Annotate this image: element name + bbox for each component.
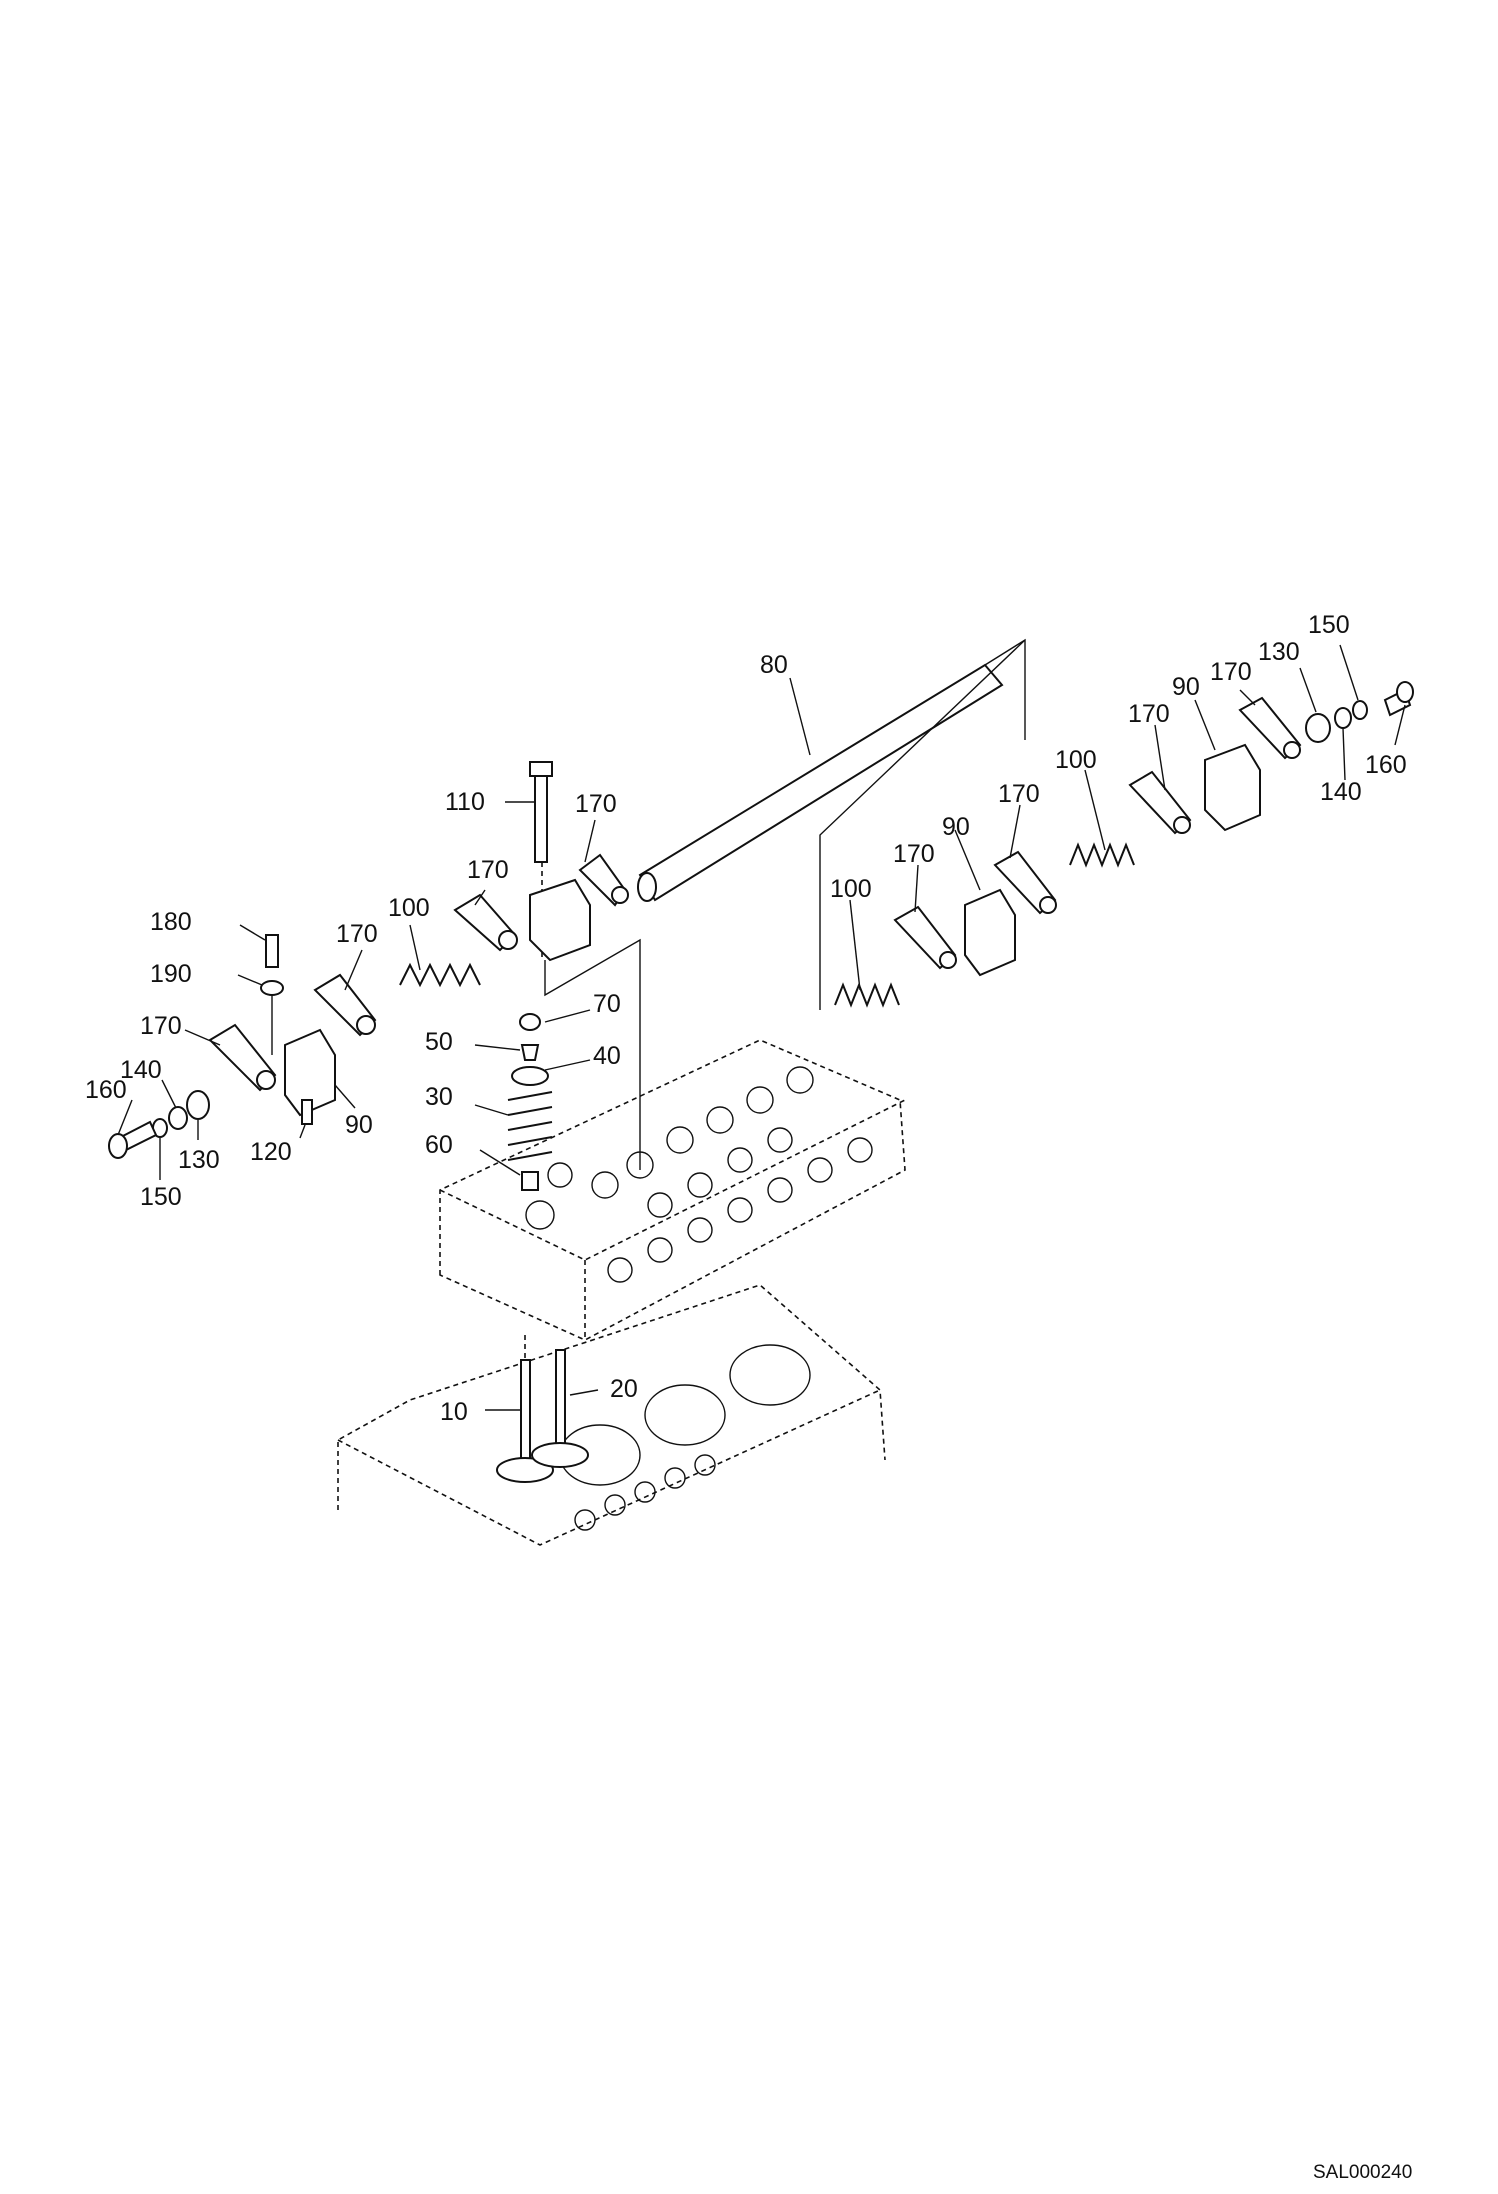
callout-20: 20 xyxy=(610,1375,638,1403)
callout-120: 120 xyxy=(250,1138,292,1166)
callout-170: 170 xyxy=(140,1012,182,1040)
leader-lines xyxy=(117,644,1406,1411)
callout-150: 150 xyxy=(140,1183,182,1211)
callout-50: 50 xyxy=(425,1028,453,1056)
callout-170: 170 xyxy=(336,920,378,948)
callout-100: 100 xyxy=(1055,746,1097,774)
callout-30: 30 xyxy=(425,1083,453,1111)
callout-80: 80 xyxy=(760,651,788,679)
left-assembly xyxy=(108,761,641,1483)
cylinder-head xyxy=(439,1039,906,1341)
callout-190: 190 xyxy=(150,960,192,988)
callout-170: 170 xyxy=(467,856,509,884)
callout-130: 130 xyxy=(178,1146,220,1174)
callout-130: 130 xyxy=(1258,638,1300,666)
callout-40: 40 xyxy=(593,1042,621,1070)
callout-140: 140 xyxy=(1320,778,1362,806)
callout-170: 170 xyxy=(893,840,935,868)
callout-110: 110 xyxy=(445,788,485,816)
callout-60: 60 xyxy=(425,1131,453,1159)
callout-90: 90 xyxy=(942,813,970,841)
callout-70: 70 xyxy=(593,990,621,1018)
callout-170: 170 xyxy=(1128,700,1170,728)
callout-100: 100 xyxy=(388,894,430,922)
engine-block xyxy=(337,1284,886,1546)
callout-150: 150 xyxy=(1308,611,1350,639)
callout-160: 160 xyxy=(1365,751,1407,779)
callout-140: 140 xyxy=(120,1056,162,1084)
callout-10: 10 xyxy=(440,1398,468,1426)
callout-180: 180 xyxy=(150,908,192,936)
callout-170: 170 xyxy=(575,790,617,818)
diagram-code: SAL000240 xyxy=(1313,2162,1412,2183)
callout-labels: 80 110 170 170 100 170 180 190 170 140 1… xyxy=(85,611,1407,1426)
callout-100: 100 xyxy=(830,875,872,903)
right-assembly xyxy=(834,681,1414,1008)
callout-170: 170 xyxy=(998,780,1040,808)
callout-90: 90 xyxy=(345,1111,373,1139)
callout-160: 160 xyxy=(85,1076,127,1104)
rocker-shaft xyxy=(637,638,1026,1010)
callout-170: 170 xyxy=(1210,658,1252,686)
callout-90: 90 xyxy=(1172,673,1200,701)
